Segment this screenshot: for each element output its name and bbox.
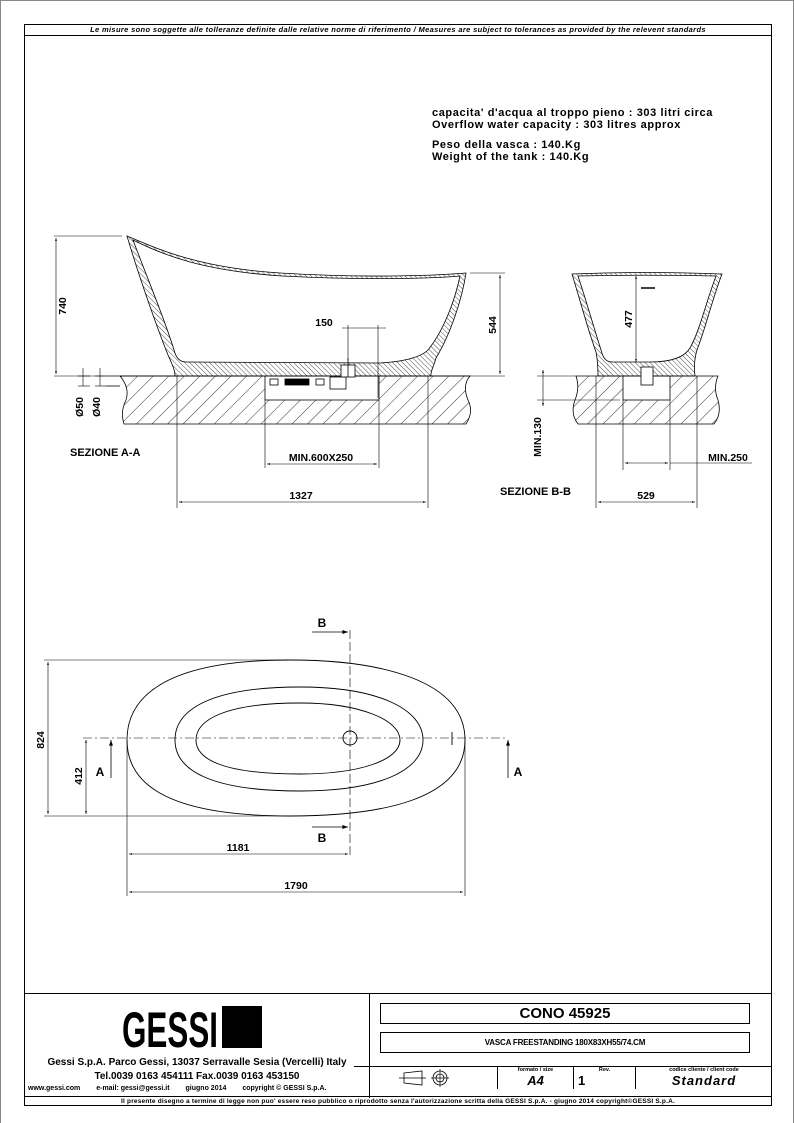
product-description: VASCA FREESTANDING 180X83XH55/74.CM (380, 1032, 750, 1053)
legal-note: Il presente disegno a termine di legge n… (24, 1096, 772, 1106)
dim-min130: MIN.130 (532, 417, 544, 457)
section-aa-view (54, 235, 505, 508)
company-contacts: www.gessi.com e-mail: gessi@gessi.it giu… (28, 1085, 368, 1092)
tub-outline-outer (126, 659, 466, 817)
section-bb-labels: 477 MIN.130 MIN.250 529 SEZIONE B-B (500, 310, 748, 502)
dim-740: 740 (57, 297, 69, 315)
tub-outline-rim (174, 686, 424, 792)
capacity-note-it: capacita' d'acqua al troppo pieno : 303 … (432, 107, 713, 119)
gessi-logo-text: GESSI (122, 1002, 218, 1052)
page-edge-top (0, 0, 794, 1)
company-address: Gessi S.p.A. Parco Gessi, 13037 Serraval… (47, 1057, 347, 1068)
dim-1790: 1790 (284, 880, 308, 892)
section-aa-labels: 740 544 150 Ø50 Ø40 MIN.600X250 1327 SEZ… (57, 297, 499, 502)
dim-recess-600x250: MIN.600X250 (289, 452, 353, 464)
section-bb-title: SEZIONE B-B (500, 486, 571, 498)
title-block: GESSI Gessi S.p.A. Parco Gessi, 13037 Se… (24, 993, 772, 1098)
format-caption: formato / size (517, 1067, 554, 1073)
dim-824: 824 (35, 731, 47, 749)
dim-477: 477 (623, 310, 635, 328)
revision-caption: Rev. (598, 1067, 611, 1073)
dim-1327: 1327 (289, 490, 313, 502)
section-marker-b-top: B (318, 616, 327, 630)
drawing-sheet (24, 24, 772, 1106)
plan-view-labels: 824 412 1181 1790 B B A A (35, 616, 523, 892)
dim-1181: 1181 (227, 842, 250, 854)
tolerance-note: Le misure sono soggette alle tolleranze … (24, 24, 772, 36)
drawing-info-row: formato / size A4 Rev. 1 codice cliente … (354, 1066, 772, 1089)
company-copyright: copyright © GESSI S.p.A. (242, 1085, 327, 1092)
format-value: A4 (527, 1073, 544, 1088)
client-code-cell: codice cliente / client code Standard (636, 1067, 772, 1089)
dim-d50: Ø50 (74, 397, 86, 417)
company-website: www.gessi.com (28, 1085, 81, 1092)
dim-529: 529 (637, 490, 655, 502)
product-title: CONO 45925 (380, 1003, 750, 1024)
capacity-note-en: Overflow water capacity : 303 litres app… (432, 118, 681, 131)
section-marker-b-bottom: B (318, 831, 327, 845)
dim-412: 412 (73, 767, 85, 785)
section-marker-a-right: A (514, 765, 523, 779)
weight-note-it: Peso della vasca : 140.Kg (432, 139, 581, 151)
first-angle-projection-icon (398, 1069, 449, 1087)
dim-150: 150 (315, 317, 333, 329)
tub-outline-basin (195, 702, 401, 775)
page-edge-left (0, 0, 1, 1123)
tub-cavity-bb (577, 274, 717, 363)
dim-min250: MIN.250 (708, 452, 748, 464)
client-code-caption: codice cliente / client code (669, 1067, 739, 1073)
dim-d40: Ø40 (91, 397, 103, 417)
company-panel: GESSI Gessi S.p.A. Parco Gessi, 13037 Se… (24, 994, 370, 1098)
section-aa-title: SEZIONE A-A (70, 447, 141, 459)
section-marker-a-left: A (96, 765, 105, 779)
plan-view (44, 630, 510, 896)
technical-notes: capacita' d'acqua al troppo pieno : 303 … (432, 107, 713, 163)
projection-cell (354, 1067, 498, 1089)
drawing-date: giugno 2014 (185, 1085, 227, 1092)
weight-note-en: Weight of the tank : 140.Kg (432, 150, 590, 163)
client-code-value: Standard (671, 1073, 737, 1088)
dim-544: 544 (487, 316, 499, 334)
company-email: e-mail: gessi@gessi.it (96, 1085, 170, 1092)
format-cell: formato / size A4 (498, 1067, 574, 1089)
revision-value: 1 (578, 1073, 586, 1088)
gessi-logo: GESSI (122, 1002, 262, 1052)
section-bb-view (537, 272, 752, 508)
company-phone-fax: Tel.0039 0163 454111 Fax.0039 0163 45315… (94, 1071, 300, 1082)
revision-cell: Rev. 1 (574, 1067, 636, 1089)
